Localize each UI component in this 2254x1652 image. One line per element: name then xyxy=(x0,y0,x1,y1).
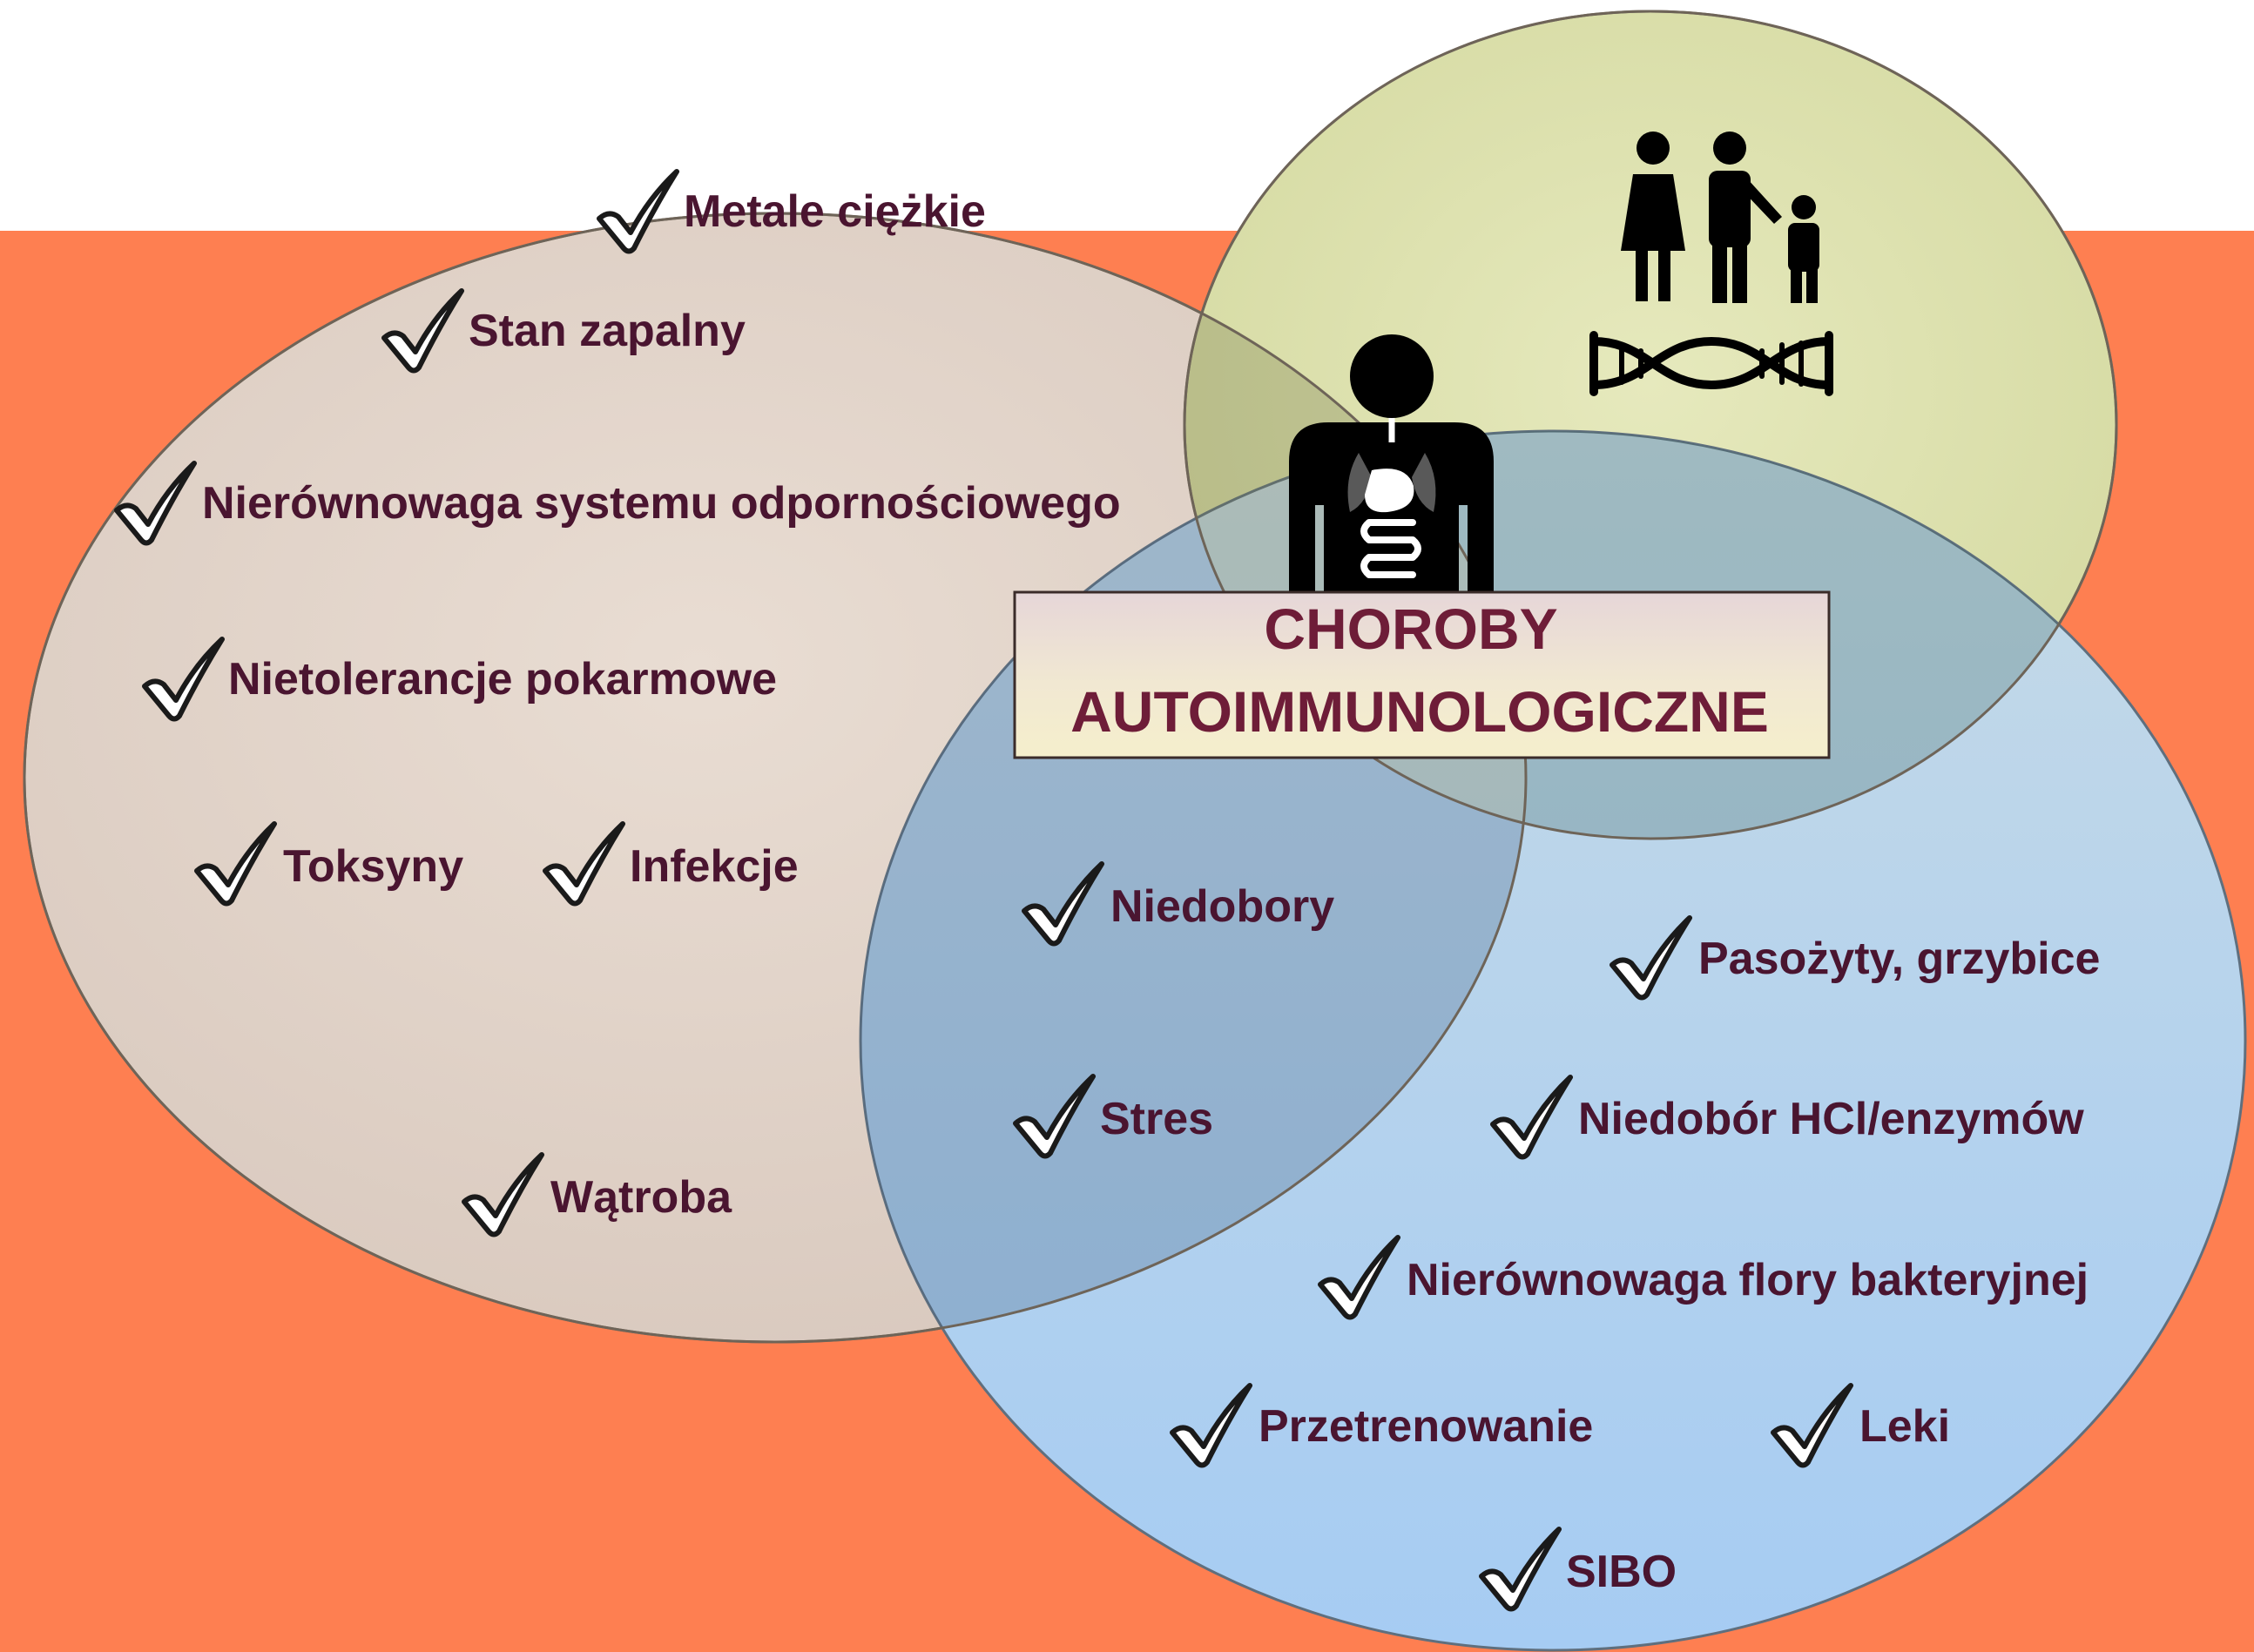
factor-list: Metale ciężkie Stan zapalny Nierównowaga… xyxy=(117,172,2100,1609)
family-icon xyxy=(1621,131,1819,303)
list-item: Infekcje xyxy=(545,824,799,904)
title-line-1: CHOROBY xyxy=(1264,597,1557,661)
svg-text:Nierównowaga systemu odpornośc: Nierównowaga systemu odpornościowego xyxy=(202,478,1121,529)
svg-text:Nietolerancje pokarmowe: Nietolerancje pokarmowe xyxy=(228,654,777,705)
svg-text:Niedobory: Niedobory xyxy=(1110,881,1334,932)
list-item: Nierównowaga flory bakteryjnej xyxy=(1320,1237,2089,1318)
list-item: Pasożyty, grzybice xyxy=(1612,918,2100,998)
svg-text:Stres: Stres xyxy=(1100,1094,1213,1144)
list-item: Stres xyxy=(1016,1076,1213,1156)
list-item: Stan zapalny xyxy=(384,291,746,371)
svg-text:Stan zapalny: Stan zapalny xyxy=(469,306,746,356)
list-item: Toksyny xyxy=(197,824,463,904)
svg-text:Metale ciężkie: Metale ciężkie xyxy=(684,186,986,237)
list-item: SIBO xyxy=(1481,1529,1677,1609)
svg-text:Toksyny: Toksyny xyxy=(283,841,463,892)
svg-text:Wątroba: Wątroba xyxy=(550,1172,732,1223)
svg-text:Leki: Leki xyxy=(1859,1401,1950,1452)
list-item: Niedobór HCl/enzymów xyxy=(1493,1077,2084,1157)
svg-text:Przetrenowanie: Przetrenowanie xyxy=(1259,1401,1593,1452)
title-line-2: AUTOIMMUNOLOGICZNE xyxy=(1070,679,1769,744)
list-item: Leki xyxy=(1773,1386,1950,1466)
list-item: Nietolerancje pokarmowe xyxy=(145,639,777,719)
dna-icon xyxy=(1589,331,1833,396)
svg-text:Nierównowaga flory bakteryjnej: Nierównowaga flory bakteryjnej xyxy=(1407,1255,2089,1305)
list-item: Przetrenowanie xyxy=(1172,1386,1593,1466)
svg-text:Niedobór HCl/enzymów: Niedobór HCl/enzymów xyxy=(1578,1094,2084,1144)
svg-text:SIBO: SIBO xyxy=(1566,1547,1677,1597)
list-item: Metale ciężkie xyxy=(599,172,986,252)
list-item: Nierównowaga systemu odpornościowego xyxy=(117,463,1121,543)
title-box: CHOROBY AUTOIMMUNOLOGICZNE xyxy=(1013,590,1831,759)
svg-text:Pasożyty, grzybice: Pasożyty, grzybice xyxy=(1698,934,2100,984)
list-item: Wątroba xyxy=(464,1155,732,1235)
svg-text:Infekcje: Infekcje xyxy=(630,841,799,892)
list-item: Niedobory xyxy=(1024,864,1334,944)
human-body-organs-icon xyxy=(1289,334,1494,601)
